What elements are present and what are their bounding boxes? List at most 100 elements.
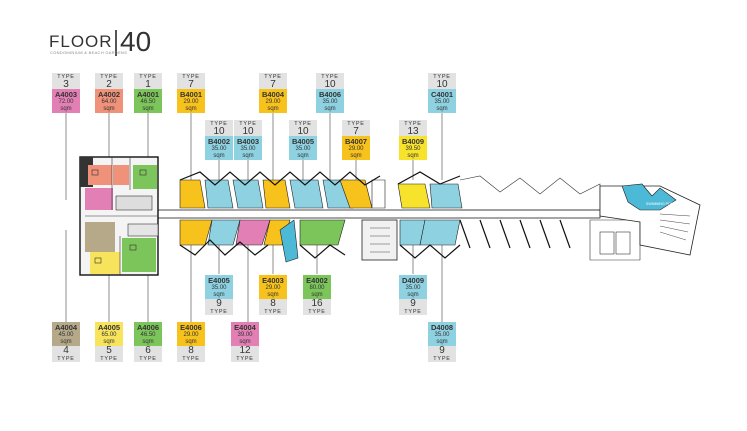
unit-area: 35.00 [434,332,450,338]
unit-area: 35.00 [211,146,227,152]
unit-code: E4003 [262,276,284,285]
unit-area: 29.00 [265,285,281,291]
unit-area: 35.00 [240,146,256,152]
south-units [179,219,461,263]
swimming-pool-label: SWIMMING POOL [646,202,675,206]
type-label: TYPE [264,309,282,315]
unit-type-number: 16 [311,298,323,309]
type-label: TYPE [294,121,312,127]
leader-lines [65,113,443,322]
unit-code: A4004 [54,323,78,332]
area-unit: sqm [311,292,323,298]
area-unit: sqm [407,292,419,298]
unit-code: E4002 [306,276,328,285]
type-label: TYPE [308,309,326,315]
unit-area: 35.00 [322,99,338,105]
unit-area: 29.00 [348,146,364,152]
unit-type-number: 5 [106,345,112,356]
unit-code: D4009 [401,276,425,285]
area-unit: sqm [267,292,279,298]
area-unit: sqm [436,339,448,345]
unit-area: 80.00 [309,285,325,291]
unit-type-number: 3 [63,79,69,90]
unit-code: E4006 [180,323,202,332]
type-label: TYPE [347,121,365,127]
type-label: TYPE [100,74,118,80]
unit-area: 29.00 [183,332,199,338]
unit-type-number: 7 [270,79,276,90]
type-label: TYPE [321,74,339,80]
unit-code: B4006 [318,90,342,99]
unit-area: 46.50 [140,332,156,338]
area-unit: sqm [436,106,448,112]
unit-type-number: 8 [188,345,194,356]
unit-code: B4005 [291,137,315,146]
unit-code: D4008 [430,323,454,332]
unit-area: 35.00 [434,99,450,105]
floor-label: FLOOR [49,32,113,51]
type-label: TYPE [182,74,200,80]
type-label: TYPE [404,121,422,127]
type-label: TYPE [433,74,451,80]
area-unit: sqm [297,153,309,159]
unit-type-number: 10 [213,126,225,137]
unit-code: C4001 [430,90,454,99]
area-unit: sqm [213,292,225,298]
north-units [179,179,463,209]
unit-area: 35.00 [405,285,421,291]
area-unit: sqm [60,339,72,345]
area-unit: sqm [213,153,225,159]
area-unit: sqm [60,106,72,112]
unit-code: B4009 [401,137,425,146]
unit-area: 35.00 [211,285,227,291]
unit-type-number: 9 [410,298,416,309]
type-label: TYPE [57,74,75,80]
unit-type-number: 9 [216,298,222,309]
unit-code: A4005 [97,323,121,332]
unit-area: 29.00 [183,99,199,105]
unit-area: 35.00 [295,146,311,152]
type-label: TYPE [139,74,157,80]
